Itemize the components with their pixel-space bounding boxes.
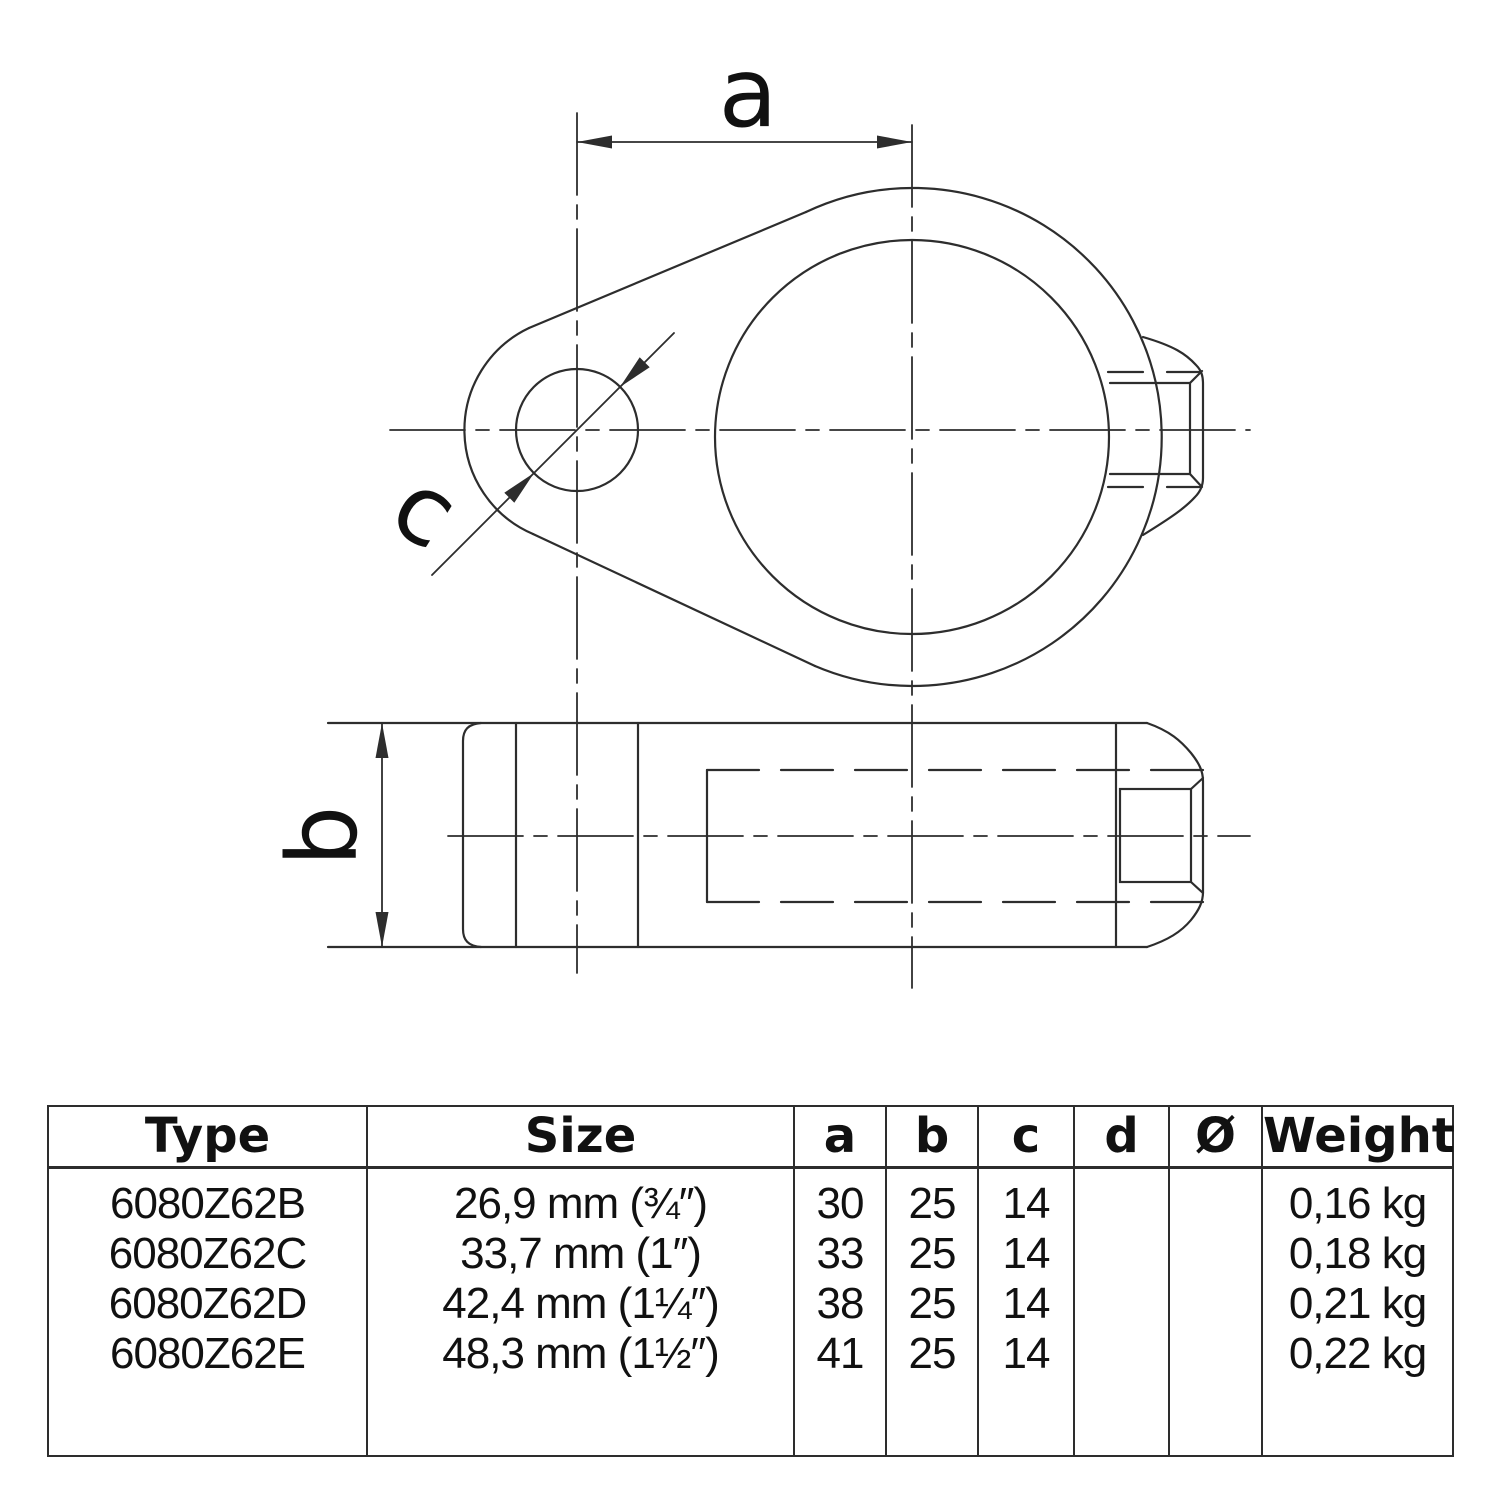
- table-row: 6080Z62C 33,7 mm (1″) 33 25 14 0,18 kg: [47, 1229, 1454, 1279]
- cell-d: [1073, 1329, 1170, 1379]
- cell-a: 38: [793, 1279, 887, 1329]
- header-weight: Weight: [1261, 1106, 1455, 1169]
- header-diameter: Ø: [1168, 1106, 1263, 1169]
- cell-size: 48,3 mm (1½″): [366, 1329, 795, 1379]
- lug-tangent-top: [527, 210, 808, 330]
- cell-c: 14: [977, 1179, 1075, 1229]
- table-row: 6080Z62D 42,4 mm (1¼″) 38 25 14 0,21 kg: [47, 1279, 1454, 1329]
- cell-a: 33: [793, 1229, 887, 1279]
- boss-outline-side-view: [1145, 721, 1205, 949]
- cell-diameter: [1168, 1179, 1263, 1229]
- boss-outline-top-view: [1141, 335, 1205, 537]
- side-view: [326, 721, 1251, 949]
- filler-row: [47, 1379, 1454, 1456]
- dim-label-c: c: [373, 449, 477, 572]
- header-d: d: [1073, 1106, 1170, 1169]
- header-type: Type: [47, 1106, 368, 1169]
- dim-a-arrow-left: [577, 135, 612, 149]
- cell-type: 6080Z62C: [47, 1229, 368, 1279]
- cell-size: 26,9 mm (¾″): [366, 1179, 795, 1229]
- body-left-edge: [461, 721, 483, 949]
- cell-c: 14: [977, 1229, 1075, 1279]
- dimension-c: c: [373, 332, 675, 576]
- nut-chamfer: [1188, 369, 1204, 385]
- ring-outer-outline: [804, 186, 1163, 688]
- cell-a: 30: [793, 1179, 887, 1229]
- cell-b: 25: [885, 1329, 979, 1379]
- spec-table: Type Size a b c d Ø Weight 6080Z62B 26,9…: [47, 1105, 1455, 1457]
- header-a: a: [793, 1106, 887, 1169]
- table-header-row: Type Size a b c d Ø Weight: [47, 1106, 1455, 1169]
- dim-c-arrow-upper: [620, 357, 650, 387]
- cell-c: 14: [977, 1329, 1075, 1379]
- dim-b-arrow-bottom: [375, 912, 389, 947]
- top-view: [389, 186, 1251, 688]
- cell-type: 6080Z62E: [47, 1329, 368, 1379]
- dim-label-a: a: [719, 37, 778, 149]
- header-b: b: [885, 1106, 979, 1169]
- cell-b: 25: [885, 1279, 979, 1329]
- cell-weight: 0,18 kg: [1261, 1229, 1454, 1279]
- nut-chamfer: [1189, 776, 1205, 791]
- cell-diameter: [1168, 1279, 1263, 1329]
- table-row: 6080Z62B 26,9 mm (¾″) 30 25 14 0,16 kg: [47, 1179, 1454, 1229]
- dim-a-arrow-right: [877, 135, 912, 149]
- dimension-b: b: [267, 722, 389, 948]
- cell-type: 6080Z62B: [47, 1179, 368, 1229]
- lug-tangent-bottom: [531, 532, 817, 668]
- cell-b: 25: [885, 1179, 979, 1229]
- header-size: Size: [366, 1106, 795, 1169]
- cell-d: [1073, 1279, 1170, 1329]
- dimension-a: a: [576, 37, 913, 149]
- nut-chamfer: [1188, 472, 1204, 489]
- technical-drawing: a c b: [267, 37, 1251, 989]
- dim-label-b: b: [267, 806, 379, 867]
- table-row: 6080Z62E 48,3 mm (1½″) 41 25 14 0,22 kg: [47, 1329, 1454, 1379]
- cell-type: 6080Z62D: [47, 1279, 368, 1329]
- cell-d: [1073, 1229, 1170, 1279]
- spacer-row: [47, 1167, 1454, 1179]
- cell-diameter: [1168, 1329, 1263, 1379]
- nut-chamfer: [1189, 880, 1205, 895]
- cell-size: 42,4 mm (1¼″): [366, 1279, 795, 1329]
- dim-c-arrow-lower: [504, 473, 534, 503]
- cell-size: 33,7 mm (1″): [366, 1229, 795, 1279]
- cell-d: [1073, 1179, 1170, 1229]
- cell-weight: 0,22 kg: [1261, 1329, 1454, 1379]
- nut-face-top-view: [1108, 381, 1192, 476]
- cell-weight: 0,16 kg: [1261, 1179, 1454, 1229]
- cell-c: 14: [977, 1279, 1075, 1329]
- cell-b: 25: [885, 1229, 979, 1279]
- dim-b-arrow-top: [375, 723, 389, 758]
- cell-diameter: [1168, 1229, 1263, 1279]
- lug-outline: [463, 326, 535, 536]
- cell-a: 41: [793, 1329, 887, 1379]
- cell-weight: 0,21 kg: [1261, 1279, 1454, 1329]
- header-c: c: [977, 1106, 1075, 1169]
